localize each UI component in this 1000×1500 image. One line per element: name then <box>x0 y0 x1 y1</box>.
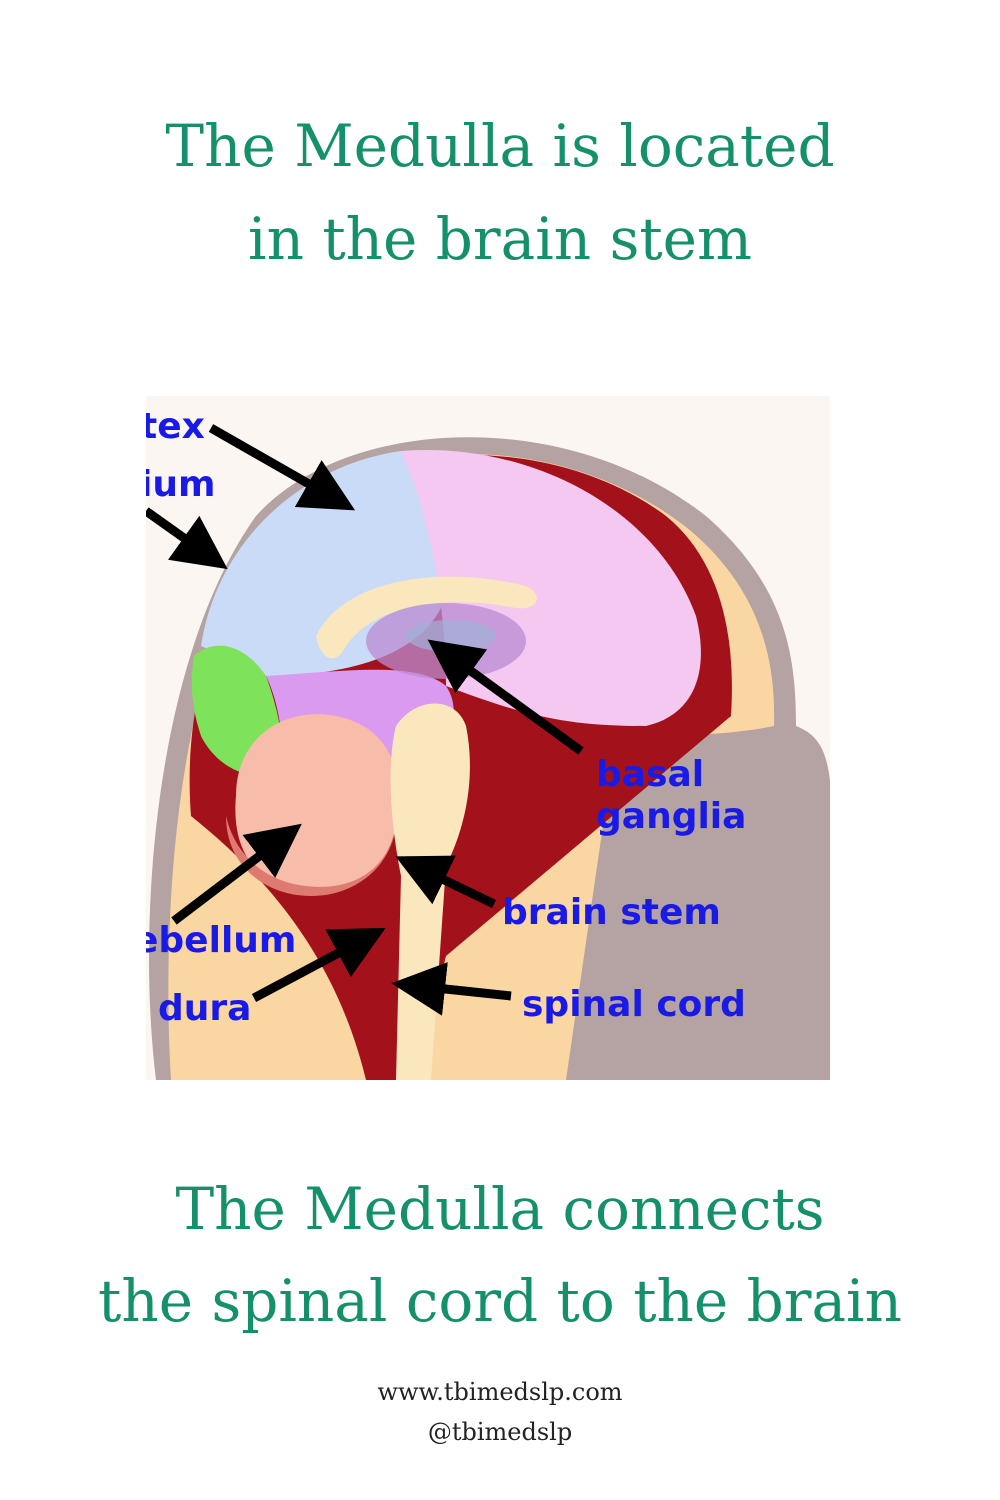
cranium-arrow <box>146 507 228 570</box>
basal-ganglia-arrow <box>427 639 584 755</box>
social-handle: @tbimedslp <box>427 1418 573 1446</box>
basal-ganglia-label-line-2: ganglia <box>596 796 746 837</box>
dura-arrow <box>251 927 386 1002</box>
spinal-cord-arrow <box>391 962 512 1016</box>
cortex-label: tex <box>146 406 205 447</box>
brain-stem-arrow <box>395 855 496 909</box>
cerebellum-region <box>235 714 399 892</box>
cerebellum-label: ebellum <box>146 920 296 961</box>
headline-line-2: in the brain stem <box>248 205 752 273</box>
brain-stem-label: brain stem <box>502 892 721 933</box>
spinal-cord-label: spinal cord <box>522 984 746 1025</box>
caption-line-1: The Medulla connects <box>175 1175 825 1243</box>
cortex-arrow <box>208 424 356 511</box>
brain-anatomy-diagram: tex ium basal ganglia brain stem ebellum… <box>146 396 830 1080</box>
dura-label: dura <box>158 988 251 1029</box>
basal-ganglia-label-line-1: basal <box>596 754 704 795</box>
cranium-label: ium <box>146 464 215 505</box>
caption-line-2: the spinal cord to the brain <box>98 1267 902 1335</box>
basal-ganglia-core <box>406 620 496 652</box>
headline-line-1: The Medulla is located <box>165 112 835 180</box>
cerebellum-arrow <box>171 823 302 925</box>
corpus-callosum <box>316 576 537 659</box>
website-url: www.tbimedslp.com <box>377 1378 623 1406</box>
